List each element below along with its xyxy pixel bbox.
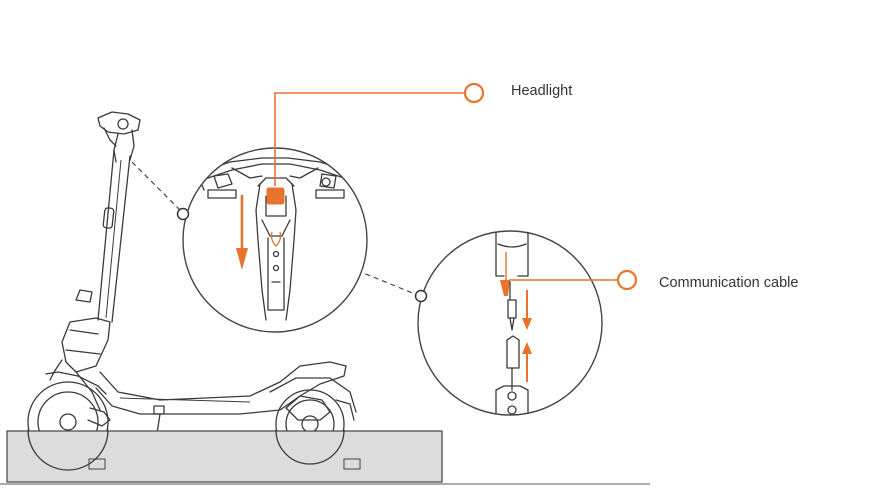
communication-cable-label: Communication cable: [659, 275, 799, 291]
steering-stem: [75, 149, 131, 323]
leader-handlebar: [131, 161, 183, 213]
scooter-illustration: [27, 111, 357, 463]
callout-headlight: [274, 82, 485, 186]
deck: [95, 361, 347, 415]
leader-dot-1: [176, 207, 190, 221]
detail-circle-cable: [417, 230, 603, 416]
front-fork: [45, 317, 111, 411]
handlebar: [97, 111, 141, 163]
detail-circle-headlight: [182, 147, 368, 333]
packaging-box: [6, 430, 443, 483]
box-handle-right: [343, 458, 361, 470]
callout-communication-cable: [509, 269, 638, 291]
leader-dot-2: [414, 289, 428, 303]
headlight-label: Headlight: [511, 83, 573, 99]
